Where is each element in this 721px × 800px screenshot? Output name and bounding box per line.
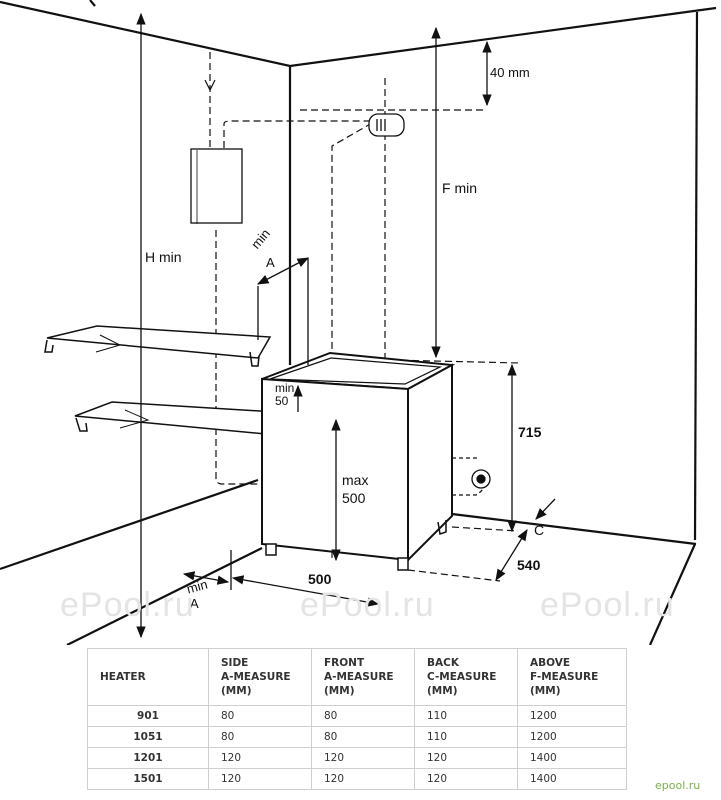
- control-unit: [190, 148, 243, 224]
- cell-side: 80: [208, 705, 312, 727]
- label-above-gap: 40 mm: [490, 65, 530, 80]
- pipe-arrow: [204, 79, 216, 92]
- header-above: ABOVE F-MEASURE (MM): [517, 648, 627, 706]
- temperature-sensor: [368, 113, 405, 137]
- cell-front: 120: [311, 747, 415, 769]
- table-row: 1201 120 120 120 1400: [87, 747, 627, 769]
- cell-back: 120: [414, 747, 518, 769]
- cell-above: 1200: [517, 726, 627, 748]
- header-front: FRONT A-MEASURE (MM): [311, 648, 415, 706]
- label-f-min: F min: [442, 180, 477, 196]
- cell-above: 1400: [517, 768, 627, 790]
- cell-above: 1200: [517, 705, 627, 727]
- label-max: max: [342, 472, 369, 488]
- cell-heater: 1201: [87, 747, 209, 769]
- cell-side: 120: [208, 747, 312, 769]
- watermark: ePool.ru: [540, 586, 675, 624]
- installation-diagram: [0, 0, 717, 645]
- cell-back: 110: [414, 726, 518, 748]
- cell-back: 110: [414, 705, 518, 727]
- cell-side: 120: [208, 768, 312, 790]
- watermark: ePool.ru: [60, 586, 195, 624]
- site-logo: epool.ru: [655, 779, 701, 792]
- power-connector: [452, 457, 491, 496]
- cell-back: 120: [414, 768, 518, 790]
- header-heater: HEATER: [87, 648, 209, 706]
- header-side: SIDE A-MEASURE (MM): [208, 648, 312, 706]
- upper-bench: [44, 325, 272, 367]
- header-back: BACK C-MEASURE (MM): [414, 648, 518, 706]
- label-depth-540: 540: [517, 557, 541, 573]
- label-back-c: C: [534, 522, 545, 538]
- label-max-500: 500: [342, 490, 366, 506]
- label-front-a: A: [190, 596, 199, 611]
- table-row: 1051 80 80 110 1200: [87, 726, 627, 748]
- cell-heater: 901: [87, 705, 209, 727]
- table-header-row: HEATER SIDE A-MEASURE (MM) FRONT A-MEASU…: [87, 648, 627, 706]
- table-row: 901 80 80 110 1200: [87, 705, 627, 727]
- table-row: 1501 120 120 120 1400: [87, 768, 627, 790]
- cell-front: 80: [311, 705, 415, 727]
- cell-heater: 1501: [87, 768, 209, 790]
- dimension-arrows: [136, 12, 556, 639]
- cell-side: 80: [208, 726, 312, 748]
- cell-above: 1400: [517, 747, 627, 769]
- cell-front: 80: [311, 726, 415, 748]
- cell-heater: 1051: [87, 726, 209, 748]
- watermark: ePool.ru: [300, 586, 435, 624]
- label-width-500: 500: [308, 571, 332, 587]
- label-height-715: 715: [518, 424, 542, 440]
- label-top-50: 50: [275, 394, 289, 408]
- room-walls: [0, 0, 717, 645]
- label-top-min: min: [275, 381, 295, 395]
- label-h-min: H min: [145, 249, 182, 265]
- label-side-a: A: [266, 255, 275, 270]
- clearance-table: HEATER SIDE A-MEASURE (MM) FRONT A-MEASU…: [87, 648, 627, 790]
- cell-front: 120: [311, 768, 415, 790]
